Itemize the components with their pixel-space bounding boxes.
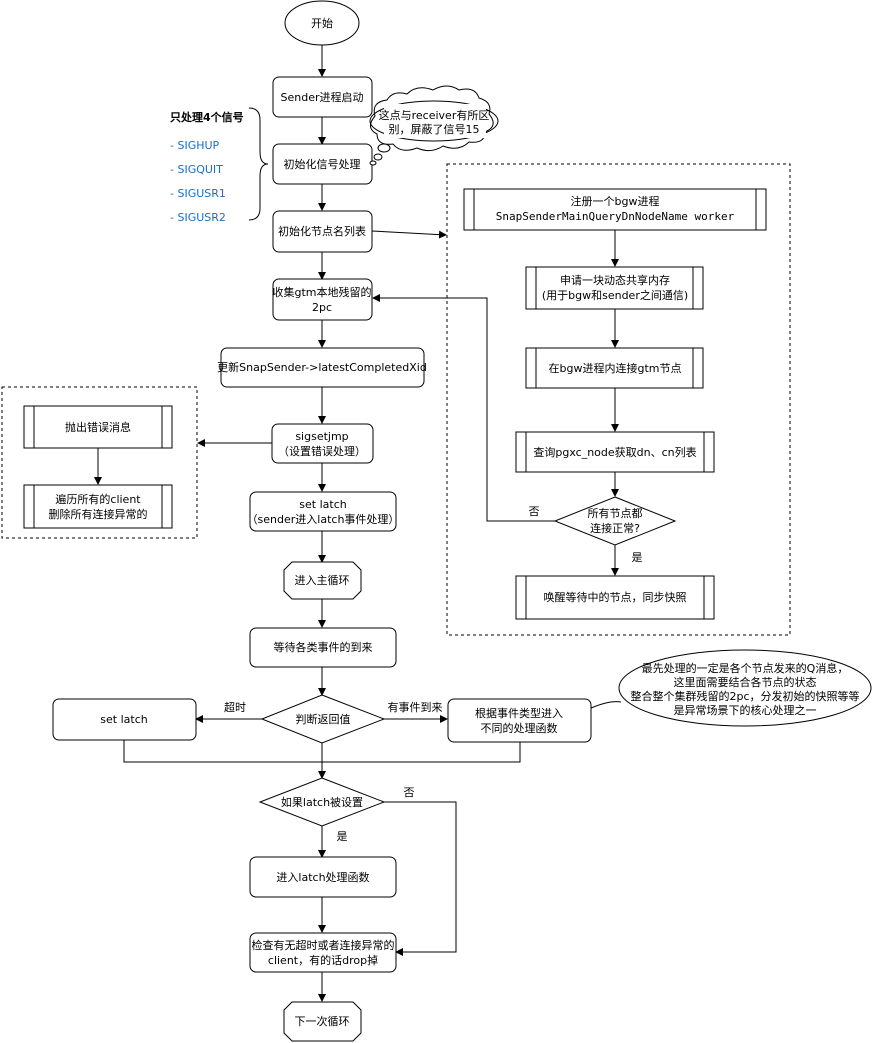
error-group-frame xyxy=(1,386,198,539)
sender-start-node xyxy=(272,76,373,118)
signals-brace xyxy=(248,107,269,221)
wake-sync-node xyxy=(515,575,715,620)
set-latch-init-label-1: set latch xyxy=(299,498,346,511)
if-latch-node xyxy=(258,777,386,827)
update-xid-node xyxy=(220,347,425,388)
bgw-no-label: 否 xyxy=(529,505,540,518)
error-clients-label-2: 删除所有连接异常的 xyxy=(49,507,148,521)
all-nodes-ok-label-1: 所有节点都 xyxy=(588,506,643,520)
wait-events-node xyxy=(249,627,397,668)
core-note-line-1: 最先处理的一定是各个节点发来的Q消息， xyxy=(642,661,849,675)
bgw-group-frame xyxy=(446,163,791,636)
shm-alloc-label-2: (用于bgw和sender之间通信) xyxy=(542,288,688,302)
check-clients-label-1: 检查有无超时或者连接异常的 xyxy=(252,938,395,952)
shm-alloc-label-1: 申请一块动态共享内存 xyxy=(560,273,670,287)
judge-return-node xyxy=(260,694,386,744)
timeout-label: 超时 xyxy=(224,700,246,714)
sigsetjmp-label-2: （设置错误处理） xyxy=(278,444,366,458)
init-signal-label: 初始化信号处理 xyxy=(284,157,361,171)
next-loop-label: 下一次循环 xyxy=(295,1014,350,1028)
signal-3: - SIGUSR1 xyxy=(170,187,226,200)
dispatch-label-1: 根据事件类型进入 xyxy=(475,706,563,720)
set-latch-label: set latch xyxy=(100,713,147,726)
signals-title: 只处理4个信号 xyxy=(170,110,244,124)
all-nodes-ok-node xyxy=(553,496,677,546)
judge-return-label: 判断返回值 xyxy=(296,712,351,726)
query-pgxc-label: 查询pgxc_node获取dn、cn列表 xyxy=(533,445,696,459)
all-nodes-ok-label-2: 连接正常? xyxy=(590,522,640,535)
set-latch-node xyxy=(52,698,197,741)
sigsetjmp-label-1: sigsetjmp xyxy=(295,430,348,443)
main-loop-label: 进入主循环 xyxy=(295,574,350,587)
if-latch-label: 如果latch被设置 xyxy=(281,795,363,809)
latch-func-node xyxy=(249,856,397,898)
cloud-note-line-1: 这点与receiver有所区 xyxy=(379,108,490,122)
wait-events-label: 等待各类事件的到来 xyxy=(274,640,373,654)
set-latch-init-label-2: （sender进入latch事件处理） xyxy=(247,513,400,526)
bgw-register-node xyxy=(463,188,767,231)
error-throw-node xyxy=(23,405,173,449)
start-label: 开始 xyxy=(311,16,333,30)
next-loop-node xyxy=(283,1001,362,1042)
error-clients-node xyxy=(23,484,173,529)
latch-func-label: 进入latch处理函数 xyxy=(276,871,369,884)
check-clients-label-2: client，有的话drop掉 xyxy=(268,953,378,967)
bgw-connect-node xyxy=(525,347,704,389)
start-node xyxy=(284,0,360,46)
check-clients-node xyxy=(249,932,397,973)
bgw-yes-label: 是 xyxy=(632,551,643,564)
edge-nodelist-bgw xyxy=(371,230,447,239)
event-label: 有事件到来 xyxy=(388,700,443,714)
core-note-tail xyxy=(590,701,622,709)
core-note-line-4: 是异常场景下的核心处理之一 xyxy=(674,703,817,717)
dispatch-node xyxy=(447,698,592,743)
collect-2pc-label-1: 收集gtm本地残留的 xyxy=(272,285,371,299)
sigsetjmp-node xyxy=(271,423,374,464)
init-nodelist-label: 初始化节点名列表 xyxy=(278,224,366,238)
bgw-register-label-2: SnapSenderMainQueryDnNodeName worker xyxy=(496,210,735,223)
dispatch-label-2: 不同的处理函数 xyxy=(481,721,558,735)
wake-sync-label: 唤醒等待中的节点，同步快照 xyxy=(544,590,687,604)
edge-if-no xyxy=(384,801,457,956)
if-latch-no-label: 否 xyxy=(404,786,415,799)
signal-2: - SIGQUIT xyxy=(170,163,223,176)
core-note-line-3: 整合整个集群残留的2pc，分发初始的快照等等 xyxy=(630,689,859,703)
bgw-register-label-1: 注册一个bgw进程 xyxy=(571,194,660,208)
cloud-note-line-2: 别，屏蔽了信号15 xyxy=(389,123,480,136)
signal-1: - SIGHUP xyxy=(170,139,220,152)
edge-decision-no xyxy=(372,294,555,522)
if-latch-yes-label: 是 xyxy=(337,830,348,843)
error-clients-label-1: 遍历所有的client xyxy=(55,492,141,506)
bgw-connect-label: 在bgw进程内连接gtm节点 xyxy=(549,361,682,375)
set-latch-init-node xyxy=(249,491,397,532)
core-note-ellipse xyxy=(618,649,872,727)
sender-start-label: Sender进程启动 xyxy=(281,91,364,104)
init-nodelist-node xyxy=(272,210,373,253)
core-note-line-2: 这里面需要结合各节点的状态 xyxy=(674,675,817,689)
signal-4: - SIGUSR2 xyxy=(170,211,226,224)
shm-alloc-node xyxy=(525,266,704,310)
collect-2pc-node xyxy=(272,278,373,321)
update-xid-label: 更新SnapSender->latestCompletedXid xyxy=(217,360,427,374)
query-pgxc-node xyxy=(515,431,715,473)
collect-2pc-label-2: 2pc xyxy=(312,301,332,314)
main-loop-node xyxy=(283,561,362,600)
error-throw-label: 抛出错误消息 xyxy=(65,420,131,434)
